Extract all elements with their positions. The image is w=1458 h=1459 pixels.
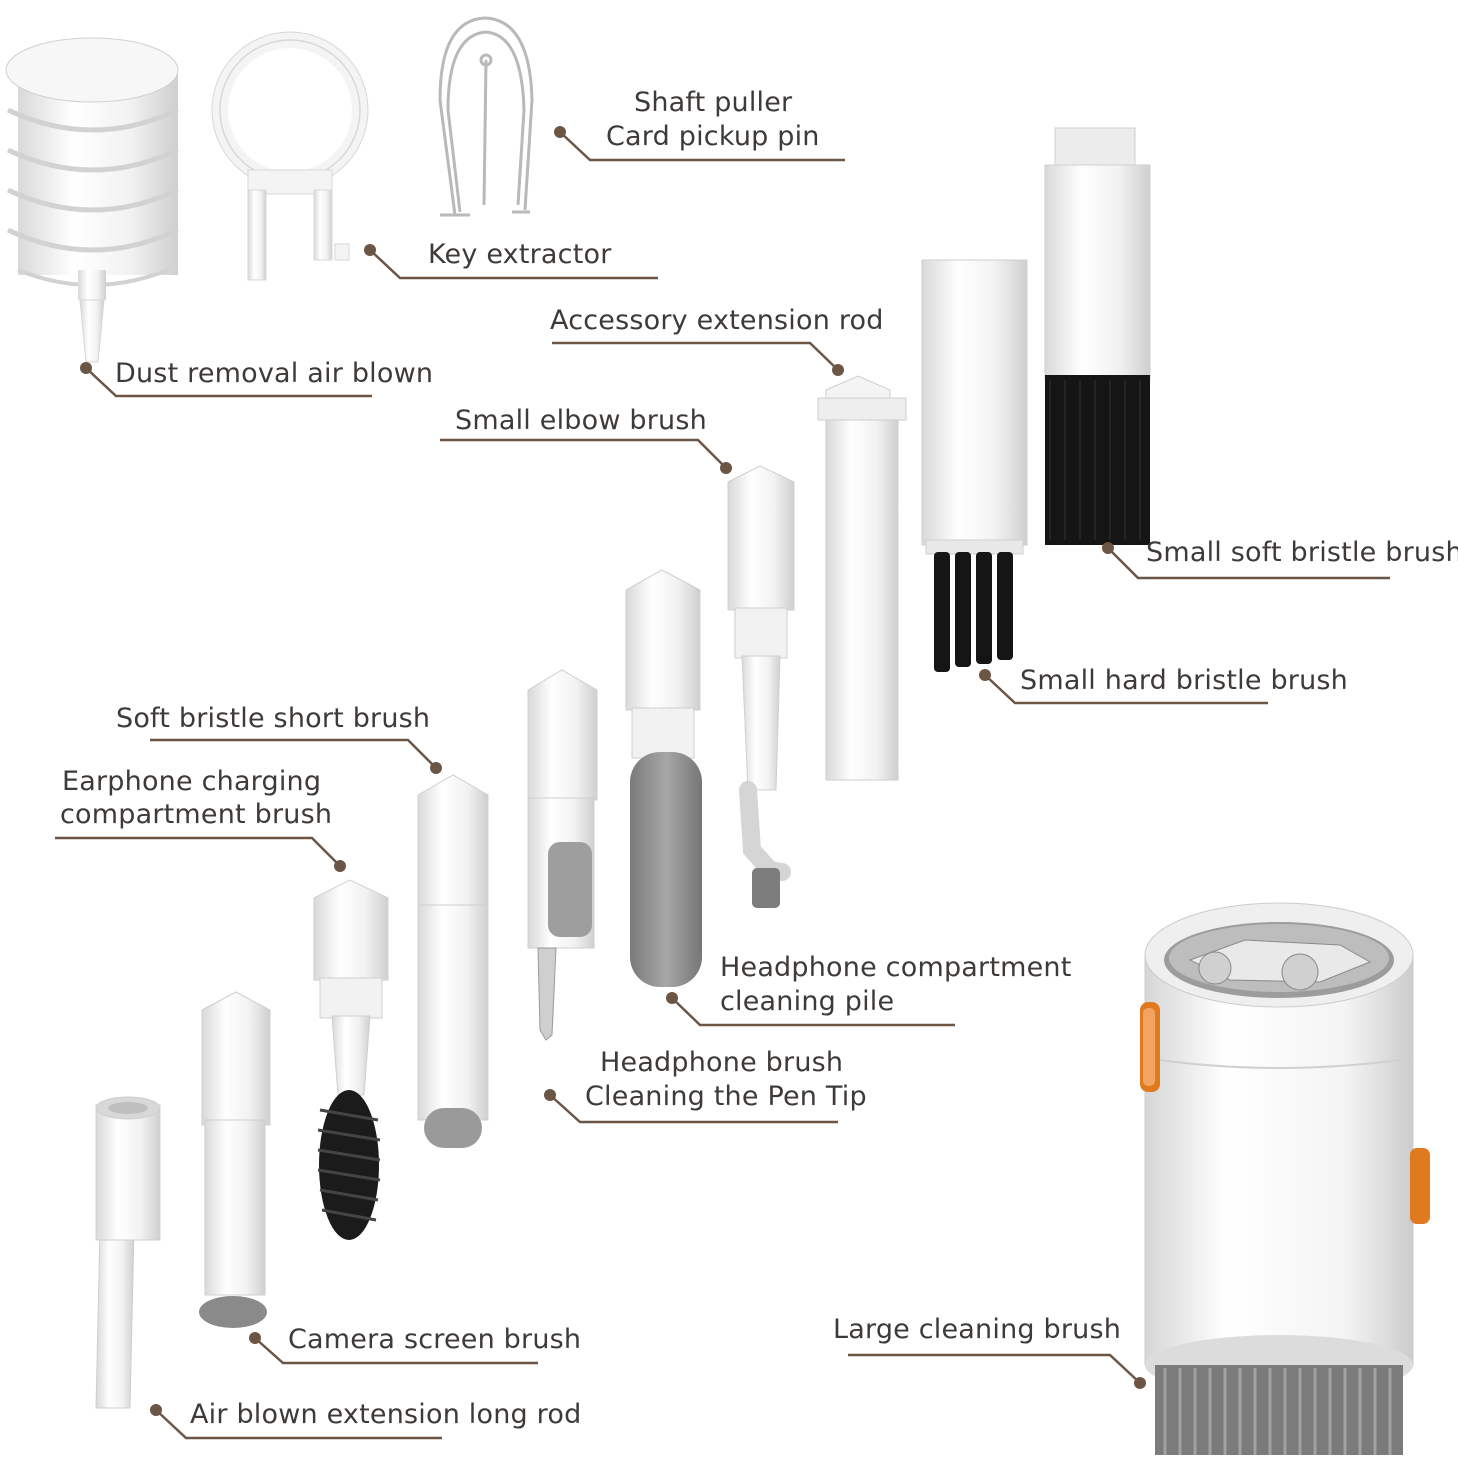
leader-headphone-brush — [549, 1094, 838, 1124]
camera-screen-brush-part — [199, 991, 271, 1328]
leader-shaft-puller — [559, 131, 845, 162]
leader-headphone-compartment — [671, 997, 955, 1027]
label-camera-screen-brush: Camera screen brush — [288, 1324, 582, 1355]
leader-air-long-rod — [155, 1409, 442, 1440]
leader-accessory-rod — [552, 341, 839, 371]
label-cleaning-pen-tip: Cleaning the Pen Tip — [585, 1081, 867, 1112]
label-earphone-charging-line2: compartment brush — [60, 799, 333, 830]
label-headphone-brush: Headphone brush — [600, 1047, 844, 1078]
small-elbow-brush-part — [727, 465, 795, 908]
label-card-pickup-pin: Card pickup pin — [606, 121, 820, 152]
leader-lines — [55, 131, 1390, 1440]
soft-bristle-short-brush-part — [417, 774, 489, 1148]
leader-soft-short — [150, 738, 437, 769]
earphone-charging-brush-part — [313, 879, 389, 1240]
label-soft-bristle-short-brush: Soft bristle short brush — [116, 703, 431, 734]
label-key-extractor: Key extractor — [428, 239, 612, 270]
headphone-brush-part — [527, 669, 598, 1041]
leader-small-elbow — [440, 438, 727, 469]
leader-dust-removal — [85, 367, 372, 398]
label-earphone-charging-line1: Earphone charging — [62, 766, 322, 797]
leader-earphone — [55, 836, 341, 867]
label-headphone-compartment-line1: Headphone compartment — [720, 952, 1072, 983]
label-accessory-extension-rod: Accessory extension rod — [550, 305, 884, 336]
air-blown-extension-rod-part — [95, 1096, 161, 1409]
label-small-hard-bristle-brush: Small hard bristle brush — [1020, 665, 1348, 696]
leader-large-brush — [848, 1353, 1141, 1384]
large-cleaning-brush-part — [1140, 902, 1430, 1455]
small-soft-bristle-brush-part — [1044, 127, 1151, 545]
foam-pile-part — [625, 569, 702, 987]
leader-key-extractor — [369, 249, 658, 280]
label-shaft-puller: Shaft puller — [634, 87, 793, 118]
label-dust-removal-air-blown: Dust removal air blown — [115, 358, 434, 389]
shaft-puller-part — [438, 16, 534, 217]
leader-dots — [80, 126, 1146, 1416]
key-extractor-part — [211, 31, 369, 281]
leader-small-hard — [984, 674, 1268, 705]
label-small-soft-bristle-brush: Small soft bristle brush — [1146, 537, 1458, 568]
label-air-blown-extension-long-rod: Air blown extension long rod — [190, 1399, 582, 1430]
label-headphone-compartment-line2: cleaning pile — [720, 986, 895, 1017]
small-hard-bristle-brush-part — [921, 259, 1028, 672]
air-blower-part — [5, 37, 180, 363]
label-large-cleaning-brush: Large cleaning brush — [833, 1314, 1122, 1345]
accessory-extension-rod-part — [817, 375, 907, 781]
leader-small-soft — [1107, 547, 1390, 580]
label-small-elbow-brush: Small elbow brush — [455, 405, 707, 436]
leader-camera-screen — [254, 1337, 538, 1365]
